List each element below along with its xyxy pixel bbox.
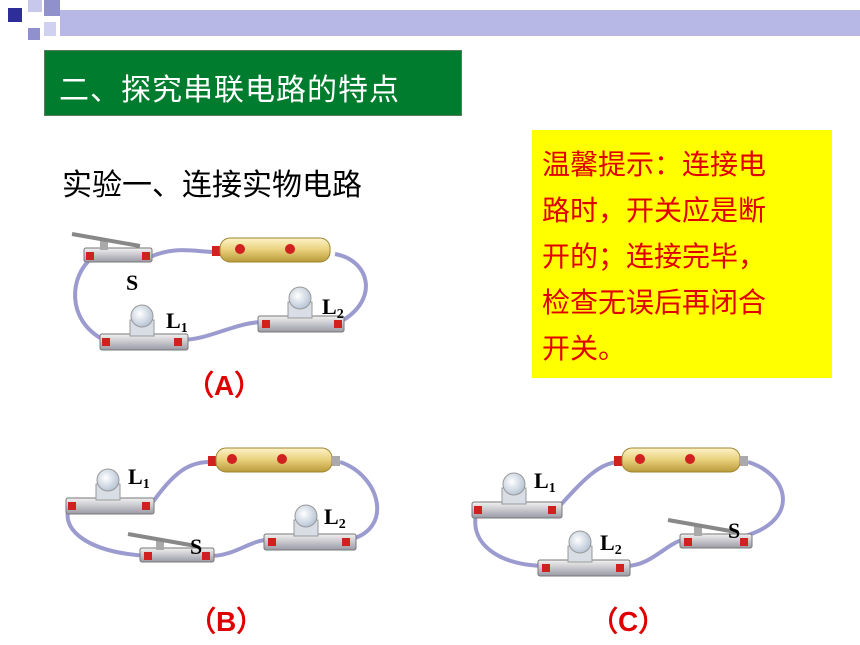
lamp1-label: L1 (534, 468, 556, 496)
lamp2-label: L2 (324, 504, 346, 532)
circuit-b-caption: （B） (188, 606, 265, 637)
experiment-heading: 实验一、连接实物电路 (62, 168, 362, 203)
lamp1-label: L1 (166, 308, 188, 336)
lamp-1 (99, 304, 189, 351)
switch-label: S (190, 534, 203, 559)
battery (614, 447, 748, 473)
tip-line: 检查无误后再闭合 (542, 286, 767, 319)
tip-line: 路时，开关应是断 (542, 194, 767, 227)
tip-line: 温馨提示：连接电 (542, 148, 767, 181)
circuit-c (471, 447, 785, 577)
battery (208, 447, 340, 473)
switch (667, 518, 753, 549)
lamp-1 (65, 468, 155, 515)
tip-line: 开的；连接完毕， (542, 240, 767, 273)
switch (127, 532, 215, 563)
lamp1-label: L1 (128, 464, 150, 492)
battery (212, 237, 331, 263)
lamp2-label: L2 (600, 530, 622, 558)
lamp-2 (263, 504, 357, 551)
circuit-a (71, 232, 368, 351)
circuit-b (65, 447, 380, 563)
tip-line: 开关。 (542, 332, 627, 365)
switch-label: S (126, 270, 139, 295)
circuit-c-caption: （C） (590, 606, 667, 637)
tip-box: 温馨提示：连接电 路时，开关应是断 开的；连接完毕， 检查无误后再闭合 开关。 (532, 130, 832, 378)
lamp-2 (257, 286, 345, 333)
switch (71, 232, 153, 263)
circuit-a-caption: （A） (186, 370, 263, 401)
slide-title-banner: 二、探究串联电路的特点 (44, 50, 462, 116)
switch-label: S (728, 518, 741, 543)
lamp2-label: L2 (322, 294, 344, 322)
lamp-2 (537, 530, 631, 577)
corner-decoration (0, 0, 860, 40)
lamp-1 (471, 472, 563, 519)
slide-title: 二、探究串联电路的特点 (59, 73, 400, 108)
